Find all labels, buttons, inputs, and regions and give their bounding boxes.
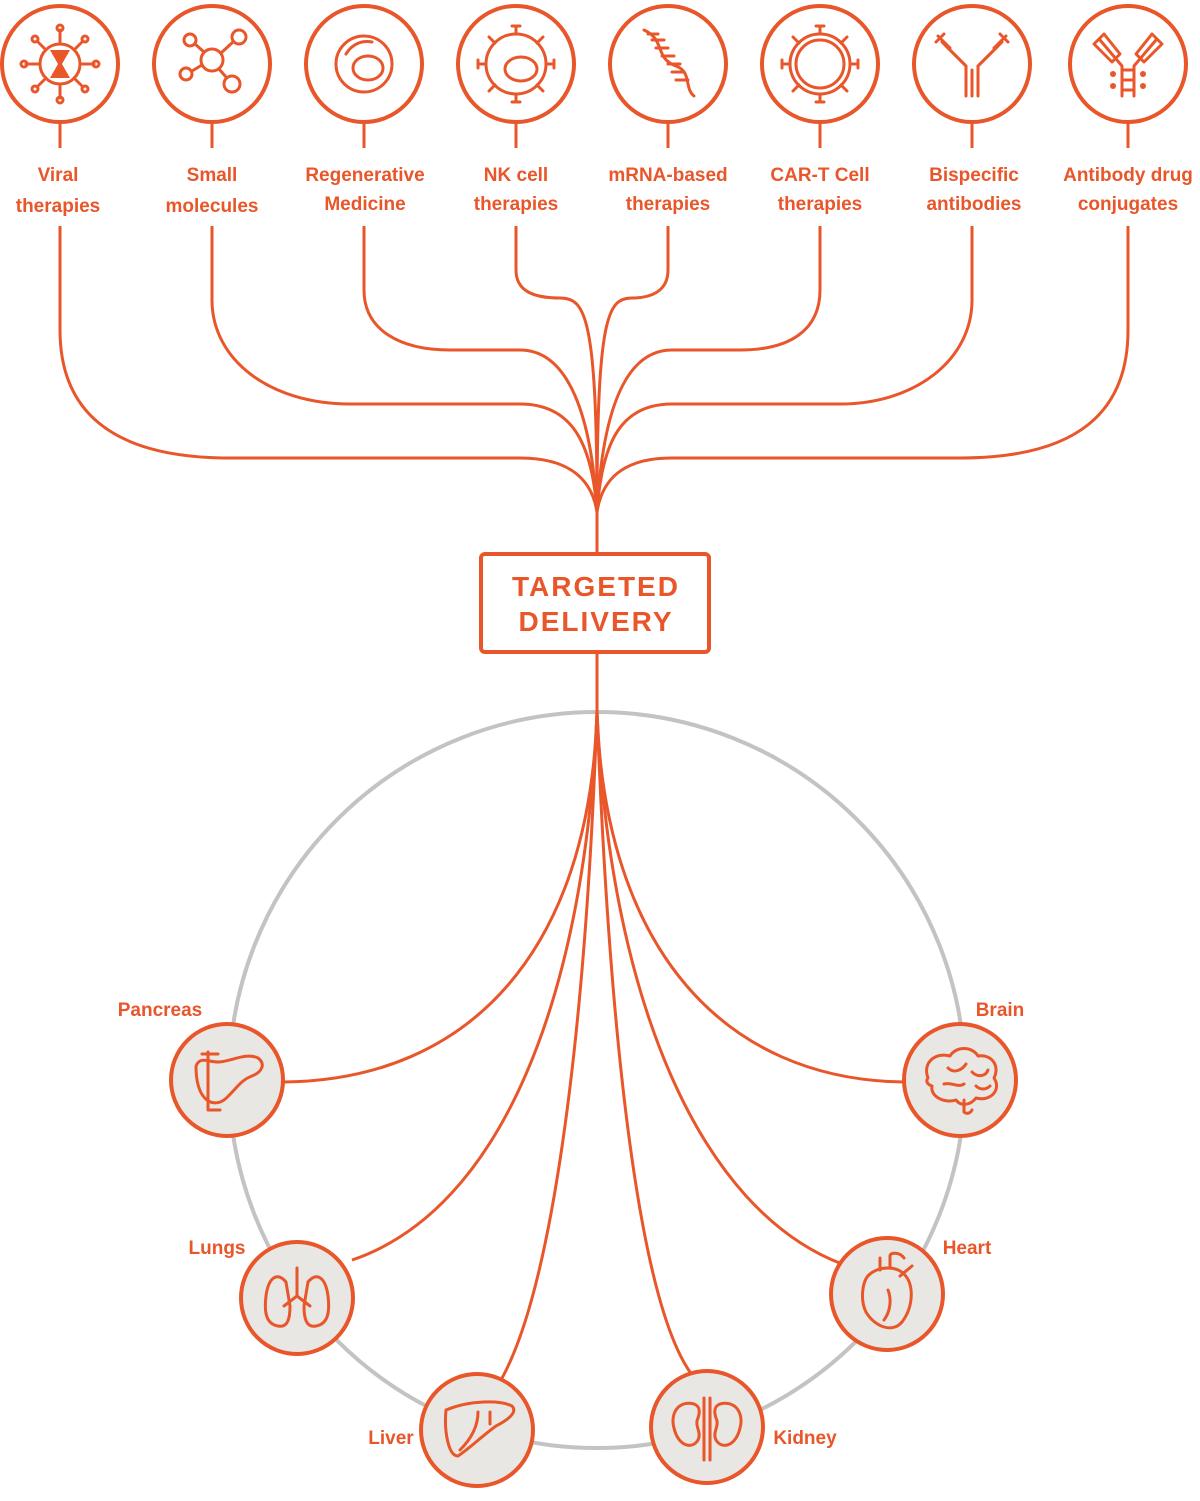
- therapy-node-adc[interactable]: Antibody drug conjugates: [1063, 4, 1193, 215]
- therapy-circle: [1068, 4, 1188, 124]
- connector-bispecific: [595, 226, 974, 513]
- therapy-label-line2: therapies: [474, 194, 558, 215]
- connector-liver: [496, 711, 599, 1386]
- organ-circle: [419, 1372, 535, 1488]
- organ-circle: [829, 1236, 945, 1352]
- nk-cell-icon: [476, 24, 556, 104]
- therapy-label-line1: Regenerative: [305, 165, 424, 186]
- heart-icon: [861, 1251, 914, 1330]
- therapy-label-line2: conjugates: [1078, 194, 1178, 215]
- therapy-label-line2: therapies: [778, 194, 862, 215]
- connector-car-t: [595, 226, 822, 513]
- therapy-label-line1: Antibody drug: [1063, 165, 1193, 186]
- therapy-label-line1: Bispecific: [929, 165, 1019, 186]
- therapy-label-line1: CAR-T Cell: [770, 165, 869, 186]
- mrna-strand-icon: [642, 28, 696, 98]
- therapy-node-nk-cell[interactable]: NK cell therapies: [456, 4, 576, 215]
- connector-heart: [595, 711, 843, 1266]
- kidney-icon: [671, 1396, 743, 1462]
- brain-icon: [925, 1047, 999, 1115]
- therapy-label-line2: therapies: [16, 196, 100, 217]
- therapy-label-line1: Viral: [38, 165, 79, 186]
- therapy-circle: [456, 4, 576, 124]
- therapy-label-line2: antibodies: [926, 194, 1021, 215]
- therapy-node-mrna[interactable]: mRNA-based therapies: [608, 4, 728, 215]
- hub-title-line1: TARGETED: [512, 571, 680, 602]
- therapy-circle: [912, 4, 1032, 124]
- organ-circle: [649, 1369, 765, 1485]
- hub-title-line2: DELIVERY: [519, 606, 674, 637]
- organ-node-heart[interactable]: Heart: [829, 1236, 992, 1352]
- organ-circle: [169, 1022, 285, 1138]
- organ-node-kidney[interactable]: Kidney: [649, 1369, 837, 1485]
- organ-circle: [902, 1022, 1018, 1138]
- connector-adc: [595, 226, 1130, 513]
- connector-lungs: [351, 711, 599, 1262]
- car-t-cell-icon: [780, 24, 860, 104]
- therapy-label-line2: molecules: [166, 196, 259, 217]
- bispecific-antibody-icon: [934, 32, 1010, 98]
- connector-kidney: [595, 711, 692, 1373]
- connector-pancreas: [283, 711, 599, 1084]
- connector-mrna: [595, 226, 670, 513]
- stem-cell-icon: [334, 34, 394, 94]
- therapy-label-line2: Medicine: [324, 194, 405, 215]
- therapy-node-regenerative[interactable]: Regenerative Medicine: [304, 4, 425, 215]
- therapy-circle: [304, 4, 424, 124]
- connector-small-molecules: [210, 226, 599, 513]
- therapy-circle: [152, 4, 272, 124]
- organ-node-pancreas[interactable]: Pancreas: [118, 1000, 285, 1138]
- virus-dna-icon: [19, 23, 101, 105]
- hub-box: [479, 552, 711, 654]
- therapy-label-line1: NK cell: [484, 165, 548, 186]
- therapy-node-car-t[interactable]: CAR-T Cell therapies: [760, 4, 880, 215]
- therapy-label-line1: Small: [187, 165, 238, 186]
- therapy-node-bispecific[interactable]: Bispecific antibodies: [912, 4, 1032, 215]
- therapy-label-line1: mRNA-based: [608, 165, 727, 186]
- organ-node-brain[interactable]: Brain: [902, 1000, 1025, 1138]
- connector-viral: [58, 226, 599, 513]
- pancreas-icon: [194, 1050, 264, 1112]
- connector-nk-cell: [514, 226, 599, 513]
- liver-icon: [444, 1400, 516, 1458]
- antibody-drug-conjugate-icon: [1092, 32, 1164, 98]
- organ-label: Kidney: [773, 1428, 837, 1449]
- therapy-circle: [760, 4, 880, 124]
- therapy-label-line2: therapies: [626, 194, 710, 215]
- connector-brain: [595, 711, 905, 1084]
- therapy-node-viral[interactable]: Viral therapies: [0, 4, 120, 217]
- organ-label: Pancreas: [118, 1000, 203, 1021]
- organ-nodes: Pancreas Lungs Liver: [118, 1000, 1025, 1488]
- therapy-node-small-molecules[interactable]: Small molecules: [152, 4, 272, 217]
- therapy-connectors: [58, 122, 1130, 554]
- lungs-icon: [263, 1266, 331, 1328]
- organ-node-lungs[interactable]: Lungs: [189, 1238, 355, 1356]
- connector-regenerative: [362, 226, 599, 513]
- organ-label: Liver: [368, 1428, 414, 1449]
- therapy-nodes: Viral therapies Small molecules: [0, 4, 1193, 217]
- organ-label: Heart: [943, 1238, 992, 1259]
- targeted-delivery-hub: TARGETED DELIVERY: [479, 552, 711, 654]
- organ-label: Lungs: [189, 1238, 246, 1259]
- molecule-icon: [178, 28, 248, 94]
- organ-connectors: [283, 652, 905, 1386]
- organ-label: Brain: [976, 1000, 1025, 1021]
- organ-circle: [239, 1240, 355, 1356]
- organ-node-liver[interactable]: Liver: [368, 1372, 535, 1488]
